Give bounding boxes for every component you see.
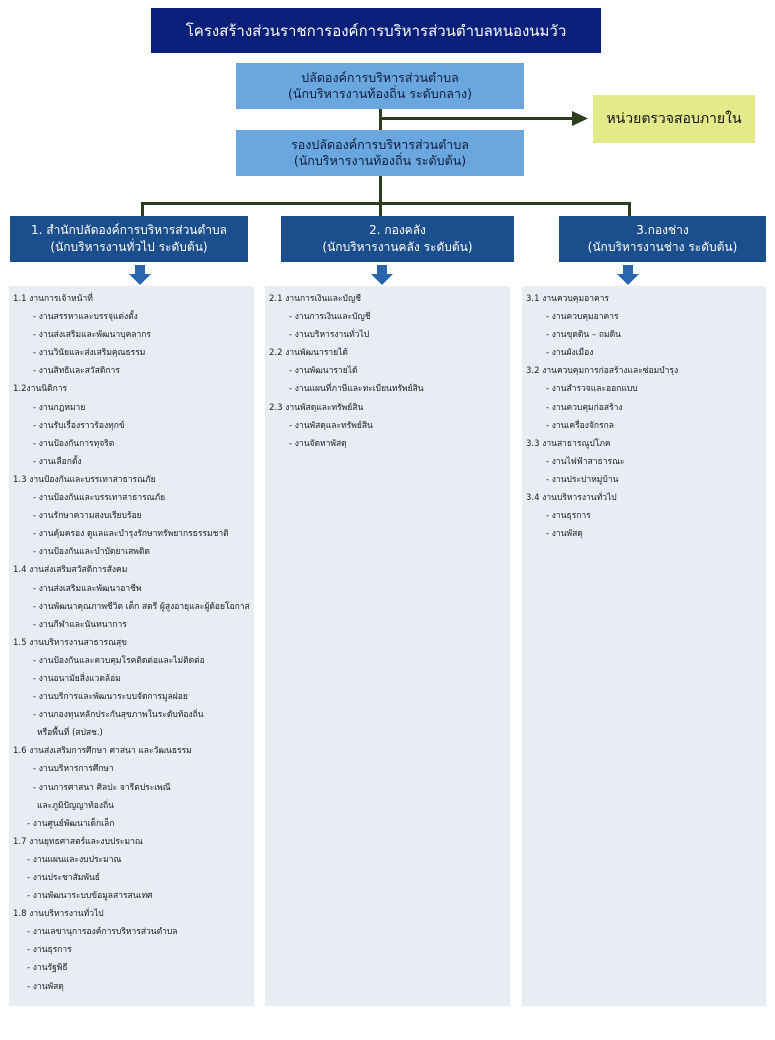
task-item: - งานรัฐพิธี	[27, 963, 68, 974]
task-item: - งานธุรการ	[27, 945, 72, 956]
connector-audit	[381, 117, 576, 120]
section-heading: 2.1 งานการเงินและบัญชี	[269, 294, 361, 304]
task-item: - งานพัสดุ	[546, 529, 583, 540]
connector-div1	[141, 202, 144, 216]
task-item: - งานผังเมือง	[546, 348, 594, 359]
deputy-box: รองปลัดองค์การบริหารส่วนตำบล (นักบริหารง…	[236, 130, 524, 176]
section-heading: 1.5 งานบริหารงานสาธารณสุข	[13, 637, 127, 648]
task-item: - งานประชาสัมพันธ์	[27, 873, 100, 883]
section-heading: 1.8 งานบริหารงานทั่วไป	[13, 909, 104, 920]
task-item: - งานป้องกันและบำบัดยาเสพติด	[33, 547, 150, 558]
task-item: - งานจัดหาพัสดุ	[289, 438, 347, 449]
audit-box: หน่วยตรวจสอบภายใน	[593, 95, 755, 143]
task-item: - งานเลือกตั้ง	[33, 456, 82, 467]
section-heading: 1.7 งานยุทธศาสตร์และงบประมาณ	[13, 836, 143, 847]
title-text: โครงสร้างส่วนราชการองค์การบริหารส่วนตำบล…	[185, 21, 567, 40]
task-item: - งานการศาสนา ศิลปะ จารีตประเพณี	[33, 782, 171, 793]
division-title: 3.กองช่าง	[636, 223, 689, 237]
division-level: (นักบริหารงานช่าง ระดับต้น)	[587, 240, 738, 254]
task-item: - งานบริหารการศึกษา	[33, 764, 114, 775]
task-item: - งานบริหารงานทั่วไป	[289, 330, 370, 341]
task-item: - งานรับเรื่องราวร้องทุกข์	[33, 420, 125, 431]
task-item: - งานแผนที่ภาษีและทะเบียนทรัพย์สิน	[289, 384, 424, 395]
connector-div2	[379, 202, 382, 216]
task-item: - งานพัฒนาระบบข้อมูลสารสนเทศ	[27, 891, 153, 902]
section-heading: 1.3 งานป้องกันและบรรเทาสาธารณภัย	[13, 474, 156, 485]
task-item: - งานการเงินและบัญชี	[289, 312, 371, 323]
task-item: - งานส่งเสริมและพัฒนาอาชีพ	[33, 583, 142, 594]
task-item: - งานอนามัยสิ่งแวดล้อม	[33, 673, 121, 684]
connector-deputy-down	[379, 176, 382, 203]
deputy-level: (นักบริหารงานท้องถิ่น ระดับต้น)	[293, 153, 467, 168]
division-title: 2. กองคลัง	[369, 223, 426, 237]
task-item: - งานพัสดุ	[27, 981, 64, 992]
task-item: - งานเลขานุการองค์การบริหารส่วนตำบล	[27, 927, 178, 938]
mayor-level: (นักบริหารงานท้องถิ่น ระดับกลาง)	[288, 86, 472, 101]
task-item: - งานพัฒนาคุณภาพชีวิต เด็ก สตรี ผู้สูงอา…	[33, 601, 250, 612]
task-item: - งานขุดดิน – ถมดิน	[546, 330, 621, 341]
task-item: - งานกฎหมาย	[33, 402, 86, 413]
task-item: - งานเครื่องจักรกล	[546, 420, 614, 431]
task-item: - งานคุ้มครอง ดูแลและบำรุงรักษาทรัพยากรธ…	[33, 529, 229, 540]
task-item: - งานส่งเสริมและพัฒนาบุคลากร	[33, 330, 151, 341]
section-heading: 2.2 งานพัฒนารายได้	[269, 348, 348, 359]
task-item: - งานศูนย์พัฒนาเด็กเล็ก	[27, 818, 115, 829]
division-finance: 2. กองคลัง (นักบริหารงานคลัง ระดับต้น)	[281, 216, 514, 262]
task-item: และภูมิปัญญาท้องถิ่น	[37, 800, 114, 811]
division-office: 1. สำนักปลัดองค์การบริหารส่วนตำบล (นักบร…	[10, 216, 248, 262]
engineering-task-list: 3.1 งานควบคุมอาคาร - งานควบคุมอาคาร - งานข…	[522, 286, 766, 1006]
task-item: - งานไฟฟ้าสาธารณะ	[546, 456, 625, 467]
section-heading: 3.4 งานบริหารงานทั่วไป	[526, 493, 617, 504]
connector-mayor-deputy	[379, 109, 382, 130]
task-item: - งานประปาหมู่บ้าน	[546, 474, 619, 485]
division-title: 1. สำนักปลัดองค์การบริหารส่วนตำบล	[30, 223, 228, 237]
task-item: - งานรักษาความสงบเรียบร้อย	[33, 511, 142, 522]
arrow-down-icon	[371, 265, 393, 285]
section-heading: 1.4 งานส่งเสริมสวัสดิการสังคม	[13, 565, 128, 576]
task-item: - งานพัฒนารายได้	[289, 366, 358, 377]
task-item: - งานสรรหาและบรรจุแต่งตั้ง	[33, 312, 138, 323]
task-item: - งานควบคุมก่อสร้าง	[546, 402, 623, 413]
section-heading: 1.2งานนิติการ	[13, 384, 68, 395]
task-item: - งานสิทธิและสวัสดิการ	[33, 366, 120, 377]
task-item: - งานพัสดุและทรัพย์สิน	[289, 420, 373, 431]
arrow-down-icon	[617, 265, 639, 285]
connector-div3	[628, 202, 631, 216]
task-item: - งานควบคุมอาคาร	[546, 312, 619, 323]
page-title: โครงสร้างส่วนราชการองค์การบริหารส่วนตำบล…	[151, 8, 601, 53]
task-item: - งานบริการและพัฒนาระบบจัดการมูลฝอย	[33, 692, 188, 703]
task-item: - งานวินัยและส่งเสริมคุณธรรม	[33, 348, 146, 359]
section-heading: 3.3 งานสาธารณูปโภค	[526, 438, 611, 449]
task-item: - งานธุรการ	[546, 511, 591, 522]
task-item: - งานกีฬาและนันทนาการ	[33, 619, 127, 630]
finance-task-list: 2.1 งานการเงินและบัญชี - งานการเงินและบัญ…	[265, 286, 510, 1006]
task-item: - งานป้องกันและบรรเทาสาธารณภัย	[33, 493, 166, 504]
task-item: - งานแผนและงบประมาณ	[27, 854, 122, 865]
section-heading: 3.1 งานควบคุมอาคาร	[526, 294, 609, 304]
division-level: (นักบริหารงานคลัง ระดับต้น)	[322, 240, 473, 254]
arrow-down-icon	[129, 265, 151, 285]
section-heading: 2.3 งานพัสดุและทรัพย์สิน	[269, 402, 364, 413]
mayor-title: ปลัดองค์การบริหารส่วนตำบล	[301, 70, 459, 85]
task-item: - งานป้องกันและควบคุมโรคติดต่อและไม่ติดต…	[33, 655, 205, 666]
task-item: - งานสำรวจและออกแบบ	[546, 384, 638, 395]
division-engineering: 3.กองช่าง (นักบริหารงานช่าง ระดับต้น)	[559, 216, 766, 262]
mayor-box: ปลัดองค์การบริหารส่วนตำบล (นักบริหารงานท…	[236, 63, 524, 109]
task-item: หรือพื้นที่ (สปสช.)	[37, 728, 103, 739]
section-heading: 3.2 งานควบคุมการก่อสร้างและซ่อมบำรุง	[526, 366, 679, 377]
arrow-right-icon	[572, 111, 588, 126]
division-level: (นักบริหารงานทั่วไป ระดับต้น)	[50, 240, 208, 254]
audit-label: หน่วยตรวจสอบภายใน	[606, 111, 742, 127]
task-item: - งานป้องกันการทุจริต	[33, 438, 115, 449]
section-heading: 1.1 งานการเจ้าหน้าที่	[13, 294, 93, 304]
office-task-list: 1.1 งานการเจ้าหน้าที่ - งานสรรหาและบรรจุแ…	[9, 286, 254, 1006]
deputy-title: รองปลัดองค์การบริหารส่วนตำบล	[291, 137, 469, 152]
connector-horizontal	[141, 202, 631, 205]
section-heading: 1.6 งานส่งเสริมการศึกษา ศาสนา และวัฒนธรร…	[13, 746, 192, 757]
task-item: - งานกองทุนหลักประกันสุขภาพในระดับท้องถิ…	[33, 710, 204, 721]
